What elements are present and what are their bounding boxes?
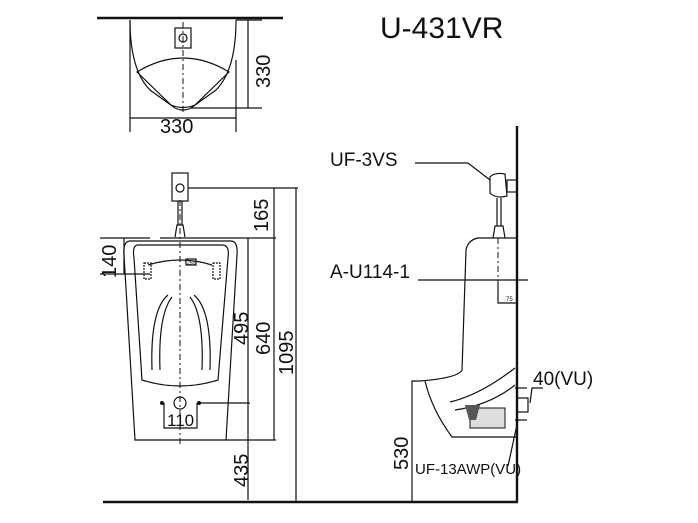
leader-line — [415, 162, 491, 181]
label-250 — [185, 258, 197, 266]
top-view: 330 330 — [97, 16, 283, 138]
hanger-right — [212, 262, 221, 280]
dim-330-depth: 330 — [253, 55, 275, 88]
urinal-base — [424, 380, 517, 438]
dim-435: 435 — [231, 454, 253, 487]
dim-495: 495 — [231, 312, 253, 345]
label-uf-13awp: UF-13AWP(VU) — [415, 461, 521, 478]
side-view: UF-3VS A-U114-1 75 40(VU) UF-13AWP(VU) 5… — [330, 126, 593, 502]
dim-110-line — [163, 403, 198, 429]
dim-1095: 1095 — [276, 331, 298, 376]
flush-valve-side — [489, 172, 508, 198]
outlet-circle — [173, 396, 187, 410]
bowl-curve-right — [189, 294, 211, 371]
dim-165: 165 — [251, 199, 273, 232]
label-a-u114-1: A-U114-1 — [330, 262, 410, 283]
valve-connector — [506, 179, 518, 193]
bowl-lip — [449, 367, 516, 411]
small-dim-250: 250 — [187, 261, 196, 267]
dim-530: 530 — [391, 437, 413, 470]
bowl-inner — [136, 57, 230, 109]
strainer — [465, 405, 480, 420]
label-40-vu: 40(VU) — [533, 369, 593, 390]
spud — [492, 225, 506, 239]
flush-valve-box — [171, 172, 189, 202]
flush-valve-button — [175, 183, 185, 193]
dim-110: 110 — [167, 411, 194, 430]
dim-140: 140 — [99, 245, 121, 278]
label-uf-3vs: UF-3VS — [330, 150, 398, 171]
bowl-curve-left — [151, 294, 173, 371]
urinal-bowl — [132, 244, 229, 387]
front-view: 250 110 140 165 495 640 1095 435 — [99, 172, 518, 504]
dim-640: 640 — [253, 322, 275, 355]
dim-75-line — [497, 282, 517, 304]
small-dim-75: 75 — [506, 297, 513, 303]
dim-330-width: 330 — [160, 116, 193, 138]
model-title: U-431VR — [380, 12, 503, 45]
bolt-left — [160, 401, 164, 405]
leader-line — [529, 387, 543, 404]
leader-line — [507, 419, 519, 467]
urinal-side-outline — [411, 237, 517, 502]
hanger-left — [143, 262, 152, 280]
outlet-pipe — [516, 397, 529, 413]
